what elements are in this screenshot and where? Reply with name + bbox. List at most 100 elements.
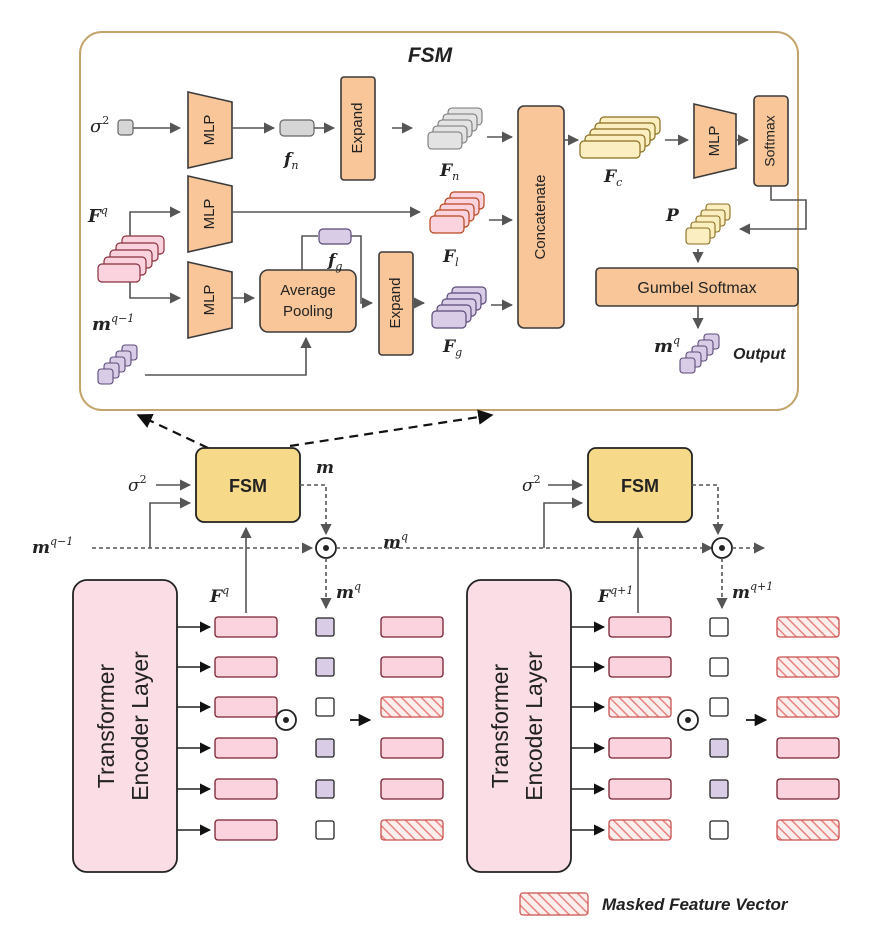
Fq-input-stack [97,235,165,283]
expand-block-1 [340,76,376,181]
zoom-line-right [289,409,494,448]
masked-feature-vector-l2-out [776,819,840,841]
svg-text:FSM: FSM [229,476,267,496]
sigma-label-2: σ2 [522,473,541,496]
masked-feature-vector-l2 [608,696,672,718]
masked-feature-vector-l1 [380,696,444,718]
Fc-label: Fc [603,167,622,189]
svg-text:Pooling: Pooling [283,303,333,320]
Fg-label: Fg [442,337,462,359]
svg-text:Expand: Expand [349,103,366,154]
feature-vector-l1 [214,778,278,800]
concatenate-block [517,105,565,329]
Fq1-pipeline-label: Fq+1 [597,584,633,607]
svg-text:Encoder Layer: Encoder Layer [521,651,547,801]
svg-text:Gumbel Softmax: Gumbel Softmax [637,280,756,297]
svg-text:Expand: Expand [387,278,404,329]
feature-vector-l2 [608,737,672,759]
fn-label: fn [283,150,298,172]
Fg-feature-stack [431,286,487,329]
svg-text:MLP: MLP [201,285,218,316]
svg-text:MLP: MLP [201,115,218,146]
P-stack [685,203,731,245]
mask-bit-l1 [315,738,335,758]
feature-vector-l2 [608,616,672,638]
mask-bit-l2 [709,617,729,637]
legend-masked-swatch [519,892,589,916]
transformer-encoder-2 [466,579,572,873]
average-pooling-block [259,269,357,333]
mq-output-label: mq [654,334,680,357]
P-label: P [665,206,680,226]
fg-label: fg [327,251,342,273]
mask-bit-l1 [315,657,335,677]
zoom-line-left [136,413,209,449]
mq1-down-label: mq+1 [732,580,773,603]
sigma-label-1: σ2 [128,473,147,496]
svg-text:Average: Average [280,282,336,299]
feature-vector-l1 [214,819,278,841]
mq-mid-label: mq [383,530,408,553]
masked-feature-vector-l2-out [776,696,840,718]
m-label: m [316,458,334,478]
masked-feature-vector-l2-out [776,656,840,678]
fg-vector [318,228,352,245]
svg-text:Transformer: Transformer [93,663,119,788]
feature-vector-l2 [608,778,672,800]
svg-text:Concatenate: Concatenate [532,174,549,259]
feature-vector-l1 [214,656,278,678]
mask-bit-l1 [315,779,335,799]
mask-bit-l2 [709,820,729,840]
mqm1-input-label: mq−1 [92,312,134,335]
mqm1-input-stack [97,344,138,385]
mask-bit-l1 [315,697,335,717]
mqm1-pipeline-label: mq−1 [32,535,73,558]
mq-output-stack [679,333,720,374]
feature-vector-out-l2 [776,778,840,800]
mask-bit-l2 [709,657,729,677]
feature-vector-out-l1 [380,737,444,759]
feature-vector-out-l1 [380,778,444,800]
legend-masked-label: Masked Feature Vector [602,895,789,914]
fn-vector [279,119,315,137]
masked-feature-vector-l2-out [776,616,840,638]
feature-vector-l1 [214,737,278,759]
token-rows [177,616,840,841]
Fn-label: Fn [439,161,459,183]
fsm-detail-panel: FSM σ2 MLP fn Expand Fn Fq [79,31,807,411]
mask-bit-l1 [315,820,335,840]
feature-vector-out-l1 [380,656,444,678]
sigma-label: σ2 [90,114,109,137]
feature-vector-out-l2 [776,737,840,759]
Fl-feature-stack [429,191,485,234]
mask-bit-l2 [709,738,729,758]
Fq-input-label: Fq [87,204,108,227]
mlp-block-4 [693,102,737,180]
svg-text:FSM: FSM [621,476,659,496]
mask-bit-l2 [709,697,729,717]
fn-feature-stack [427,107,483,150]
Fq-pipeline-label: Fq [209,584,229,607]
Fl-label: Fl [442,247,459,269]
feature-vector-out-l1 [380,616,444,638]
mq-down-label: mq [336,580,361,603]
mlp-block-2 [187,174,233,254]
gumbel-softmax-block [595,267,799,307]
mask-bit-l2 [709,779,729,799]
svg-text:Transformer: Transformer [487,663,513,788]
mask-bit-l1 [315,617,335,637]
svg-text:MLP: MLP [706,126,723,157]
output-label: Output [733,346,786,363]
mlp-block-3 [187,260,233,340]
mlp-block-1 [187,90,233,170]
feature-vector-l1 [214,696,278,718]
masked-feature-vector-l2 [608,819,672,841]
sigma-input-square [117,119,134,136]
Fc-feature-stack [579,116,661,159]
transformer-encoder-1 [72,579,178,873]
feature-vector-l1 [214,616,278,638]
svg-text:Softmax: Softmax [762,115,778,166]
svg-text:MLP: MLP [201,199,218,230]
